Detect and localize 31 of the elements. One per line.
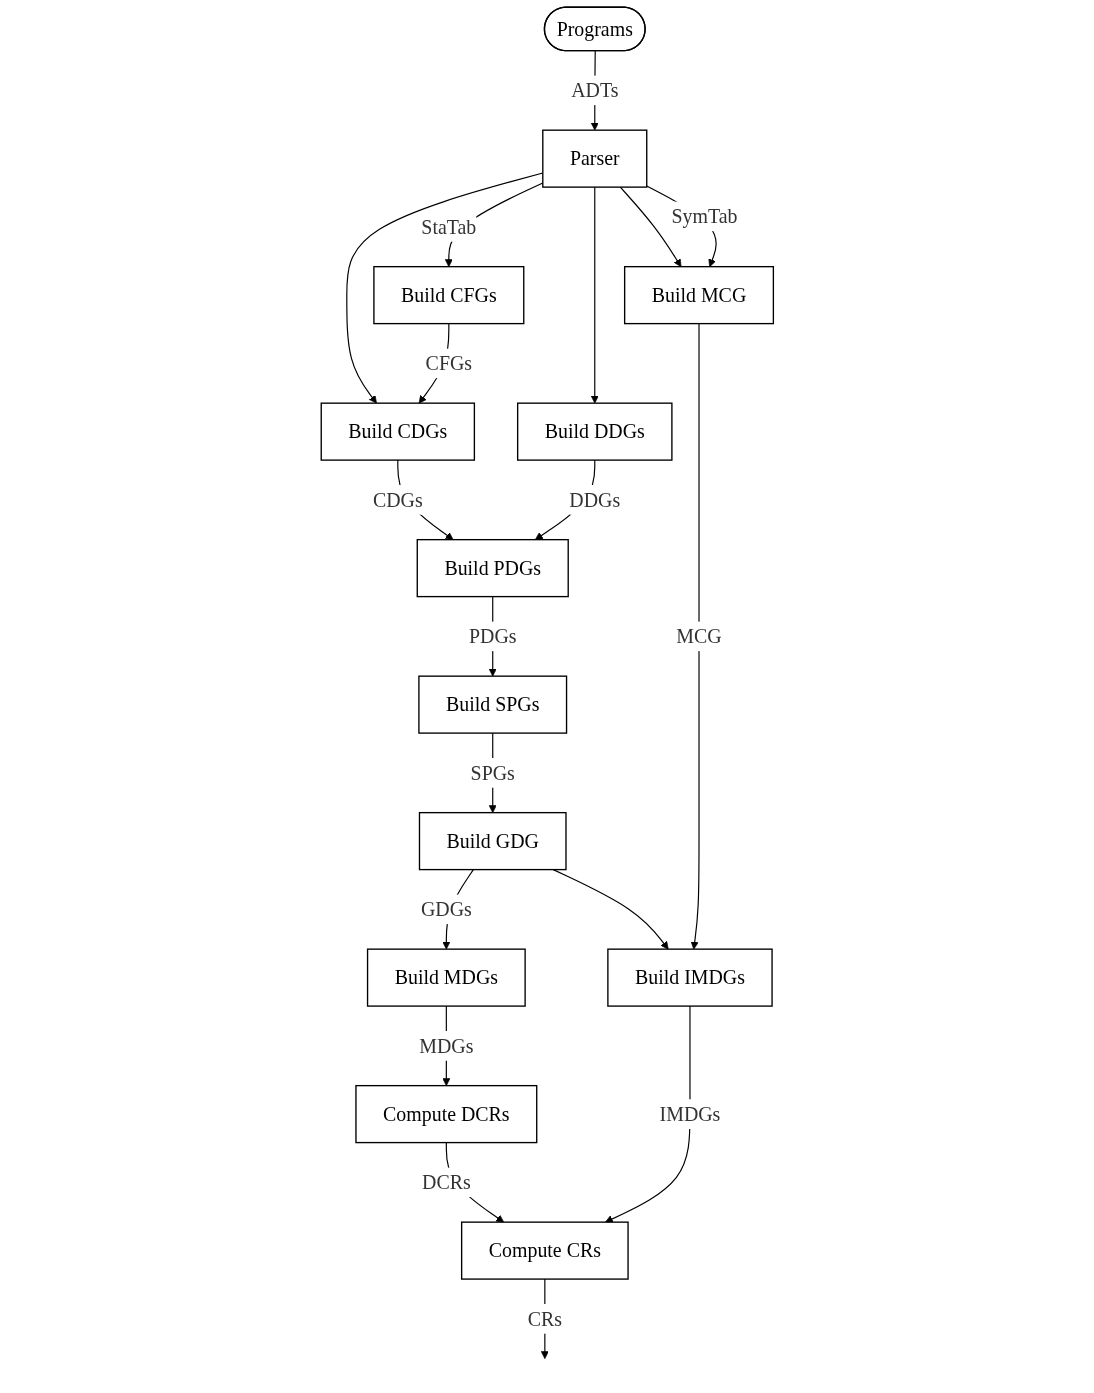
edge-label: CDGs xyxy=(372,488,423,512)
edge-label: CFGs xyxy=(425,352,472,375)
edge-label: StaTab xyxy=(421,215,476,239)
node-box: Build DDGs xyxy=(516,402,673,461)
node-box: Build CDGs xyxy=(320,402,475,461)
edge-label: MCG xyxy=(676,625,722,648)
node-box: Parser xyxy=(541,129,648,188)
node-box: Build MDGs xyxy=(366,948,526,1007)
node-box: Build SPGs xyxy=(417,675,567,734)
node-box: Compute DCRs xyxy=(354,1084,538,1144)
edge-label: ADTs xyxy=(570,79,619,102)
node-box: Build IMDGs xyxy=(606,948,773,1007)
arrow xyxy=(552,869,669,950)
node-box: Build GDG xyxy=(418,811,567,871)
arrow xyxy=(590,186,599,404)
arrow xyxy=(619,186,682,268)
arrow xyxy=(690,323,700,950)
edge-label: PDGs xyxy=(468,625,517,648)
edge-label: CRs xyxy=(527,1307,562,1331)
edge-label: DDGs xyxy=(569,488,620,512)
arrow xyxy=(604,1005,691,1223)
edge-label: IMDGs xyxy=(659,1102,721,1126)
edge-label: SPGs xyxy=(470,761,515,785)
node-box: Build PDGs xyxy=(416,539,569,598)
node-box: Compute CRs xyxy=(460,1221,629,1280)
edge-label: MDGs xyxy=(418,1034,474,1058)
edge-label: DCRs xyxy=(421,1171,471,1194)
edge-label: GDGs xyxy=(420,898,472,921)
node-box: Build MCG xyxy=(623,266,774,325)
node-box: Build CFGs xyxy=(372,266,525,325)
edge-label: SymTab xyxy=(671,205,738,228)
